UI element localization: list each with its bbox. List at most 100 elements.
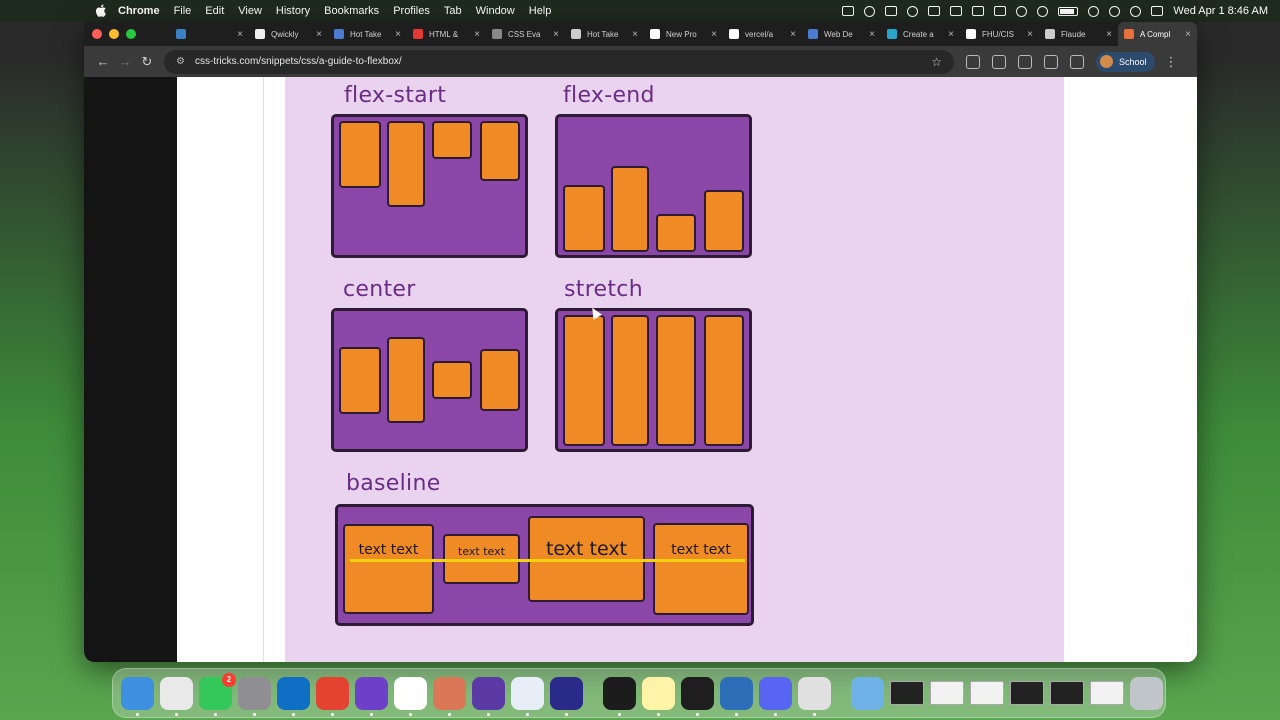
vscode-icon[interactable] — [277, 676, 310, 716]
spotlight-icon[interactable] — [1109, 5, 1121, 17]
back-button[interactable]: ← — [96, 54, 110, 69]
window-thumbnail-2[interactable] — [930, 681, 964, 705]
tab-1[interactable]: Qwickly× — [249, 22, 328, 46]
time-machine-icon[interactable] — [1037, 5, 1049, 17]
downloads-folder-icon[interactable] — [851, 676, 884, 710]
extension-icon-2[interactable] — [992, 54, 1006, 69]
window-thumbnail-5[interactable] — [1050, 681, 1084, 705]
tab-close-icon[interactable]: × — [632, 28, 638, 40]
play-icon[interactable] — [1016, 5, 1028, 17]
close-window-button[interactable] — [92, 29, 102, 39]
profile-button[interactable]: School — [1096, 51, 1155, 72]
tab-close-icon[interactable]: × — [1106, 28, 1112, 40]
tab-10[interactable]: FHU/CIS× — [960, 22, 1039, 46]
volume-icon[interactable] — [950, 6, 963, 16]
database-icon[interactable] — [720, 676, 753, 716]
shortcuts-icon[interactable] — [928, 6, 941, 16]
bluetooth-icon[interactable] — [994, 6, 1007, 16]
sync-icon[interactable] — [1070, 54, 1084, 69]
chrome-icon[interactable] — [160, 676, 193, 716]
todoist-icon[interactable] — [316, 676, 349, 716]
menu-app-name[interactable]: Chrome — [118, 5, 160, 17]
github-desktop-icon[interactable] — [355, 676, 388, 716]
menu-view[interactable]: View — [238, 5, 262, 17]
address-bar[interactable]: ⚙ css-tricks.com/snippets/css/a-guide-to… — [164, 49, 954, 74]
tab-6[interactable]: New Pro× — [644, 22, 723, 46]
claude-icon[interactable] — [433, 676, 466, 716]
tab-12[interactable]: A Compl× — [1118, 22, 1197, 46]
extensions-puzzle-icon[interactable] — [1018, 54, 1032, 69]
tab-11[interactable]: Flaude× — [1039, 22, 1118, 46]
tab-2[interactable]: Hot Take× — [328, 22, 407, 46]
minimize-window-button[interactable] — [109, 29, 119, 39]
window-thumbnail-4[interactable] — [1010, 681, 1044, 705]
figma-icon[interactable] — [681, 676, 714, 716]
messages-icon[interactable]: 2 — [199, 672, 236, 716]
tab-9[interactable]: Create a × — [881, 22, 960, 46]
activity-monitor-icon[interactable] — [603, 676, 636, 716]
reading-list-icon[interactable] — [1044, 54, 1058, 69]
tab-close-icon[interactable]: × — [237, 28, 243, 40]
tab-favicon-icon — [966, 29, 976, 39]
fullscreen-window-button[interactable] — [126, 29, 136, 39]
finder-icon[interactable] — [121, 676, 154, 716]
menu-bookmarks[interactable]: Bookmarks — [324, 5, 380, 17]
tab-close-icon[interactable]: × — [395, 28, 401, 40]
tab-close-icon[interactable]: × — [1027, 28, 1033, 40]
tab-close-icon[interactable]: × — [1185, 28, 1191, 40]
menu-clock[interactable]: Wed Apr 1 8:46 AM — [1173, 5, 1268, 17]
arc-icon[interactable] — [550, 676, 583, 716]
reload-button[interactable]: ↻ — [141, 53, 153, 69]
tab-favicon-icon — [571, 29, 581, 39]
wifi-icon[interactable] — [1088, 5, 1100, 17]
system-settings-icon[interactable] — [238, 676, 271, 716]
bookmark-star-icon[interactable]: ☆ — [931, 54, 942, 69]
dropbox-icon[interactable] — [885, 6, 898, 16]
notes-icon[interactable] — [642, 676, 675, 716]
window-thumbnail-1[interactable] — [890, 681, 924, 705]
tab-5[interactable]: Hot Take× — [565, 22, 644, 46]
tab-close-icon[interactable]: × — [553, 28, 559, 40]
tab-4[interactable]: CSS Eva× — [486, 22, 565, 46]
battery-icon[interactable] — [1058, 6, 1079, 16]
menu-file[interactable]: File — [173, 5, 192, 17]
menu-tab[interactable]: Tab — [443, 5, 462, 17]
tab-close-icon[interactable]: × — [711, 28, 717, 40]
brushes-icon[interactable] — [798, 676, 831, 716]
window-thumbnail-3[interactable] — [970, 681, 1004, 705]
tab-8[interactable]: Web De× — [802, 22, 881, 46]
tab-7[interactable]: vercel/a× — [723, 22, 802, 46]
discord-icon[interactable] — [759, 676, 792, 716]
control-icon[interactable] — [972, 6, 985, 16]
one-password-icon[interactable] — [864, 5, 876, 17]
tab-close-icon[interactable]: × — [474, 28, 480, 40]
tab-close-icon[interactable]: × — [869, 28, 875, 40]
chatgpt-icon[interactable] — [394, 676, 427, 716]
screen-mirror-icon[interactable] — [842, 6, 855, 16]
tab-close-icon[interactable]: × — [790, 28, 796, 40]
menu-edit[interactable]: Edit — [205, 5, 225, 17]
obsidian-icon[interactable] — [472, 676, 505, 716]
tab-3[interactable]: HTML &× — [407, 22, 486, 46]
tab-close-icon[interactable]: × — [948, 28, 954, 40]
chrome-menu-icon[interactable]: ⋮ — [1164, 53, 1178, 69]
control-center-icon[interactable] — [1151, 6, 1164, 16]
menu-window[interactable]: Window — [475, 5, 515, 17]
container-baseline: text text text text text text text text — [335, 504, 754, 626]
baseline-guide-line — [350, 559, 745, 562]
forward-button[interactable]: → — [118, 54, 132, 69]
menu-history[interactable]: History — [275, 5, 311, 17]
tab-close-icon[interactable]: × — [316, 28, 322, 40]
tab-0[interactable]: × — [170, 22, 249, 46]
tab-title: Create a — [903, 29, 934, 39]
menu-profiles[interactable]: Profiles — [393, 5, 430, 17]
apple-icon[interactable] — [95, 4, 106, 17]
grammarly-icon[interactable] — [907, 5, 919, 17]
window-thumbnail-6[interactable] — [1090, 681, 1124, 705]
extension-icon-1[interactable] — [966, 54, 980, 69]
menu-help[interactable]: Help — [528, 5, 552, 17]
site-info-icon[interactable]: ⚙ — [176, 56, 185, 67]
user-icon[interactable] — [1130, 5, 1142, 17]
virtual-machine-icon[interactable] — [511, 676, 544, 716]
trash-icon[interactable] — [1130, 676, 1163, 710]
